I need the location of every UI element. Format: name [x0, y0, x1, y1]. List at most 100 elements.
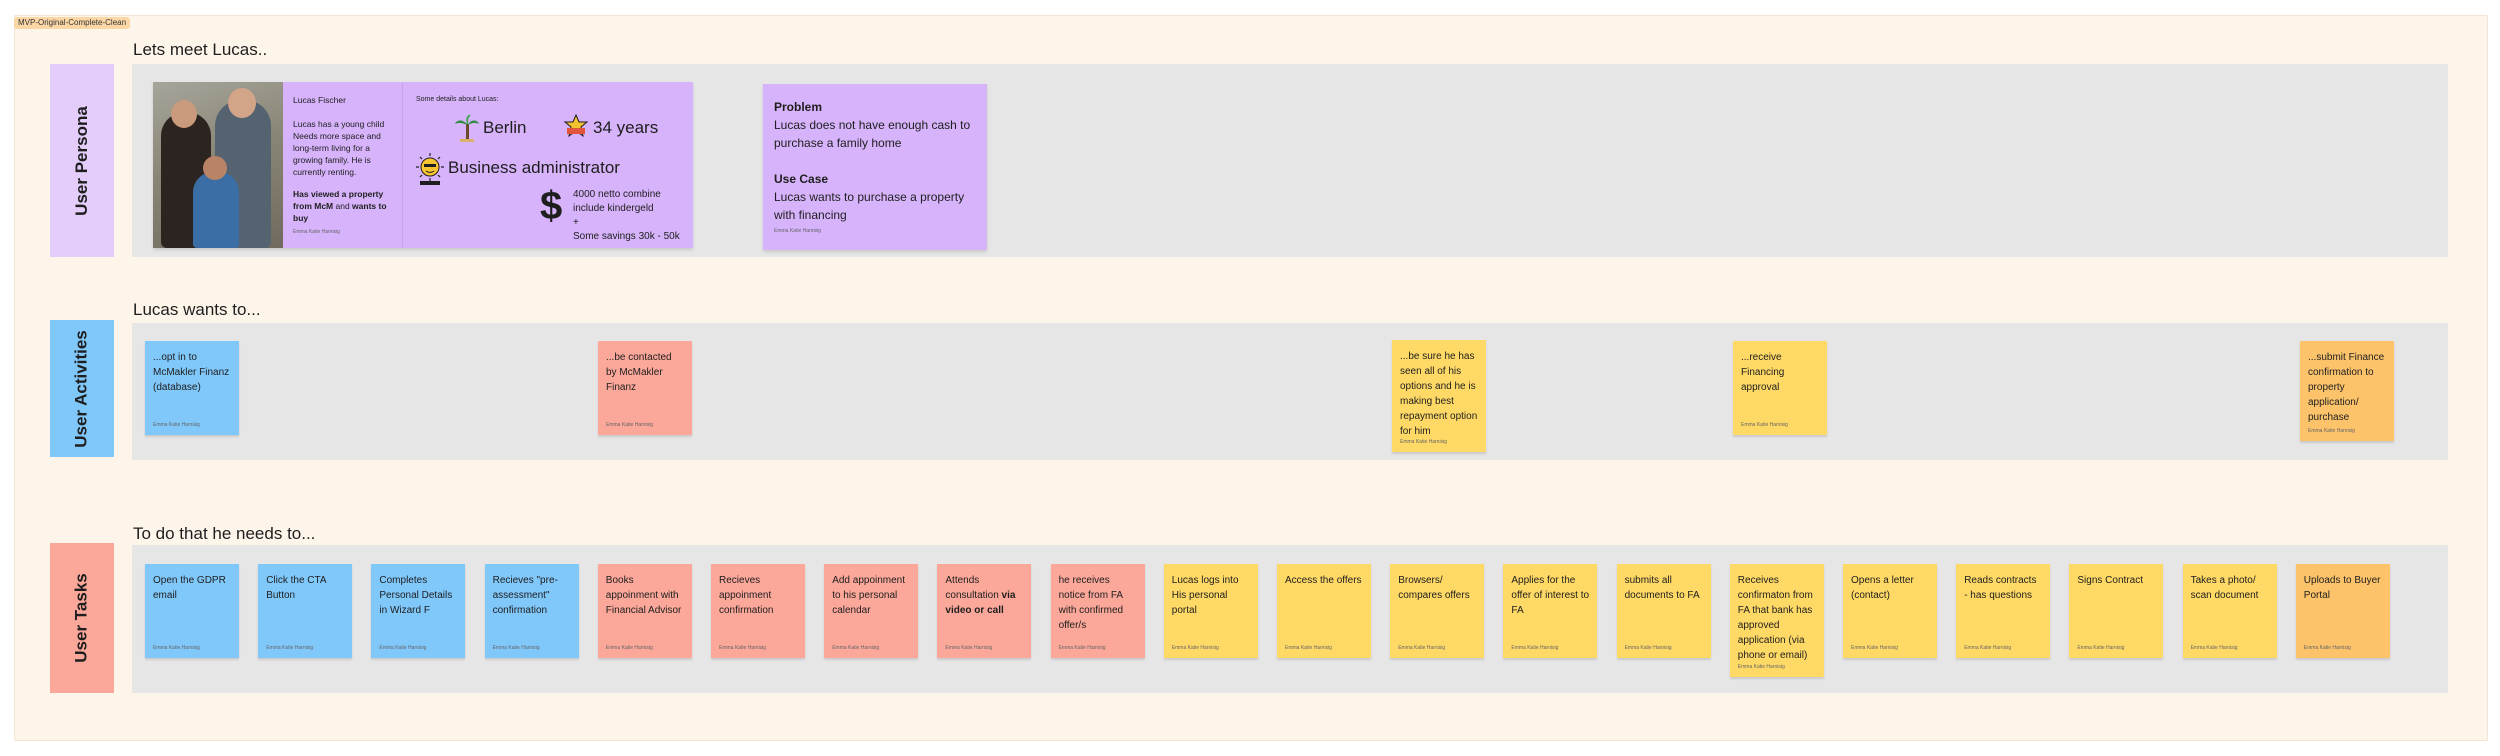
sticky-author: Emma Katie Harnisig: [2308, 428, 2355, 434]
task-sticky-text: Signs Contract: [2077, 573, 2155, 588]
sticky-author: Emma Katie Harnisig: [1741, 422, 1788, 428]
tasks-section-title[interactable]: To do that he needs to...: [133, 524, 315, 544]
task-sticky-text: Access the offers: [1285, 573, 1363, 588]
sun-sticker-icon: [416, 152, 444, 186]
sticky-author: Emma Katie Harnisig: [2304, 645, 2351, 651]
persona-family-photo: [153, 82, 283, 248]
problem-text: Lucas does not have enough cash to purch…: [774, 116, 976, 152]
sticky-author: Emma Katie Harnisig: [1625, 645, 1672, 651]
sticky-author: Emma Katie Harnisig: [379, 645, 426, 651]
activity-sticky-text: ...be contacted by McMakler Finanz: [606, 350, 684, 395]
persona-bio: Lucas Fischer Lucas has a young child Ne…: [283, 82, 403, 248]
frame-title-tag[interactable]: MVP-Original-Complete-Clean: [14, 17, 130, 29]
task-sticky-text: Uploads to Buyer Portal: [2304, 573, 2382, 603]
persona-name: Lucas Fischer: [293, 94, 392, 106]
problem-card-author: Emma Katie Harnisig: [774, 222, 821, 240]
details-header: Some details about Lucas:: [416, 96, 499, 103]
sticky-author: Emma Katie Harnisig: [606, 422, 653, 428]
task-sticky-text: Open the GDPR email: [153, 573, 231, 603]
usecase-text: Lucas wants to purchase a property with …: [774, 188, 976, 224]
persona-side-label[interactable]: User Persona: [50, 64, 114, 257]
sticky-author: Emma Katie Harnisig: [945, 645, 992, 651]
sticky-author: Emma Katie Harnisig: [1285, 645, 1332, 651]
activity-sticky-text: ...be sure he has seen all of his option…: [1400, 349, 1478, 439]
task-sticky-text: Browsers/ compares offers: [1398, 573, 1476, 603]
task-sticky-text: Recieves "pre-assessment" confirmation: [493, 573, 571, 618]
problem-usecase-card[interactable]: Problem Lucas does not have enough cash …: [763, 84, 987, 250]
sticky-author: Emma Katie Harnisig: [266, 645, 313, 651]
palm-tree-icon: [455, 114, 479, 142]
sticky-author: Emma Katie Harnisig: [1059, 645, 1106, 651]
sticky-author: Emma Katie Harnisig: [1400, 439, 1447, 445]
activity-sticky[interactable]: ...be sure he has seen all of his option…: [1392, 340, 1486, 452]
task-sticky[interactable]: submits all documents to FA Emma Katie Ha…: [1617, 564, 1711, 658]
sticky-author: Emma Katie Harnisig: [832, 645, 879, 651]
persona-job: Business administrator: [448, 158, 620, 178]
persona-description: Lucas has a young child Needs more space…: [293, 118, 392, 178]
task-sticky-text: Lucas logs into His personal portal: [1172, 573, 1250, 618]
task-sticky-text: Attends consultation via video or call: [945, 573, 1023, 618]
activity-sticky[interactable]: ...submit Finance confirmation to proper…: [2300, 341, 2394, 441]
activities-band[interactable]: [132, 323, 2448, 460]
dollar-icon: $: [540, 186, 562, 226]
activities-section-title[interactable]: Lucas wants to...: [133, 300, 261, 320]
task-sticky-text: Add appoinment to his personal calendar: [832, 573, 910, 618]
task-sticky-text: Applies for the offer of interest to FA: [1511, 573, 1589, 618]
task-sticky-text: he receives notice from FA with confirme…: [1059, 573, 1137, 633]
persona-side-label-text: User Persona: [72, 106, 92, 216]
task-sticky[interactable]: Completes Personal Details in Wizard F Em…: [371, 564, 465, 658]
tasks-side-label-text: User Tasks: [72, 573, 92, 662]
task-sticky-text: Reads contracts - has questions: [1964, 573, 2042, 603]
activity-sticky-text: ...receive Financing approval: [1741, 350, 1819, 395]
activities-side-label[interactable]: User Activities: [50, 320, 114, 457]
problem-label: Problem: [774, 98, 976, 116]
task-sticky-text: Books appoinment with Financial Advisor: [606, 573, 684, 618]
sticky-author: Emma Katie Harnisig: [2077, 645, 2124, 651]
task-sticky[interactable]: Receives confirmaton from FA that bank h…: [1730, 564, 1824, 677]
persona-card[interactable]: Lucas Fischer Lucas has a young child Ne…: [153, 82, 693, 248]
task-sticky[interactable]: Opens a letter (contact)Emma Katie Harni…: [1843, 564, 1937, 658]
sticky-author: Emma Katie Harnisig: [719, 645, 766, 651]
task-sticky-text: Recieves appoinment confirmation: [719, 573, 797, 618]
sticky-author: Emma Katie Harnisig: [1964, 645, 2011, 651]
age-badge-icon: [563, 114, 589, 140]
task-sticky-text: Click the CTA Button: [266, 573, 344, 603]
task-sticky-text: Opens a letter (contact): [1851, 573, 1929, 603]
sticky-author: Emma Katie Harnisig: [493, 645, 540, 651]
activity-sticky[interactable]: ...opt in to McMakler Finanz (database)E…: [145, 341, 239, 435]
sticky-author: Emma Katie Harnisig: [1398, 645, 1445, 651]
tasks-side-label[interactable]: User Tasks: [50, 543, 114, 693]
activity-sticky-text: ...submit Finance confirmation to proper…: [2308, 350, 2386, 425]
task-sticky-text: Receives confirmaton from FA that bank h…: [1738, 573, 1816, 663]
sticky-author: Emma Katie Harnisig: [153, 645, 200, 651]
persona-details: Some details about Lucas: Berlin 34 year…: [403, 82, 693, 248]
task-sticky-text: Completes Personal Details in Wizard F: [379, 573, 457, 618]
sticky-author: Emma Katie Harnisig: [153, 422, 200, 428]
task-sticky-text: submits all documents to FA: [1625, 573, 1703, 603]
task-sticky-text: Takes a photo/ scan document: [2191, 573, 2269, 603]
persona-author: Emma Katie Harnisig: [293, 226, 340, 238]
persona-age: 34 years: [593, 118, 658, 138]
persona-section-title[interactable]: Lets meet Lucas..: [133, 40, 267, 60]
task-sticky[interactable]: he receives notice from FA with confirme…: [1051, 564, 1145, 658]
persona-city: Berlin: [483, 118, 526, 138]
sticky-author: Emma Katie Harnisig: [1172, 645, 1219, 651]
